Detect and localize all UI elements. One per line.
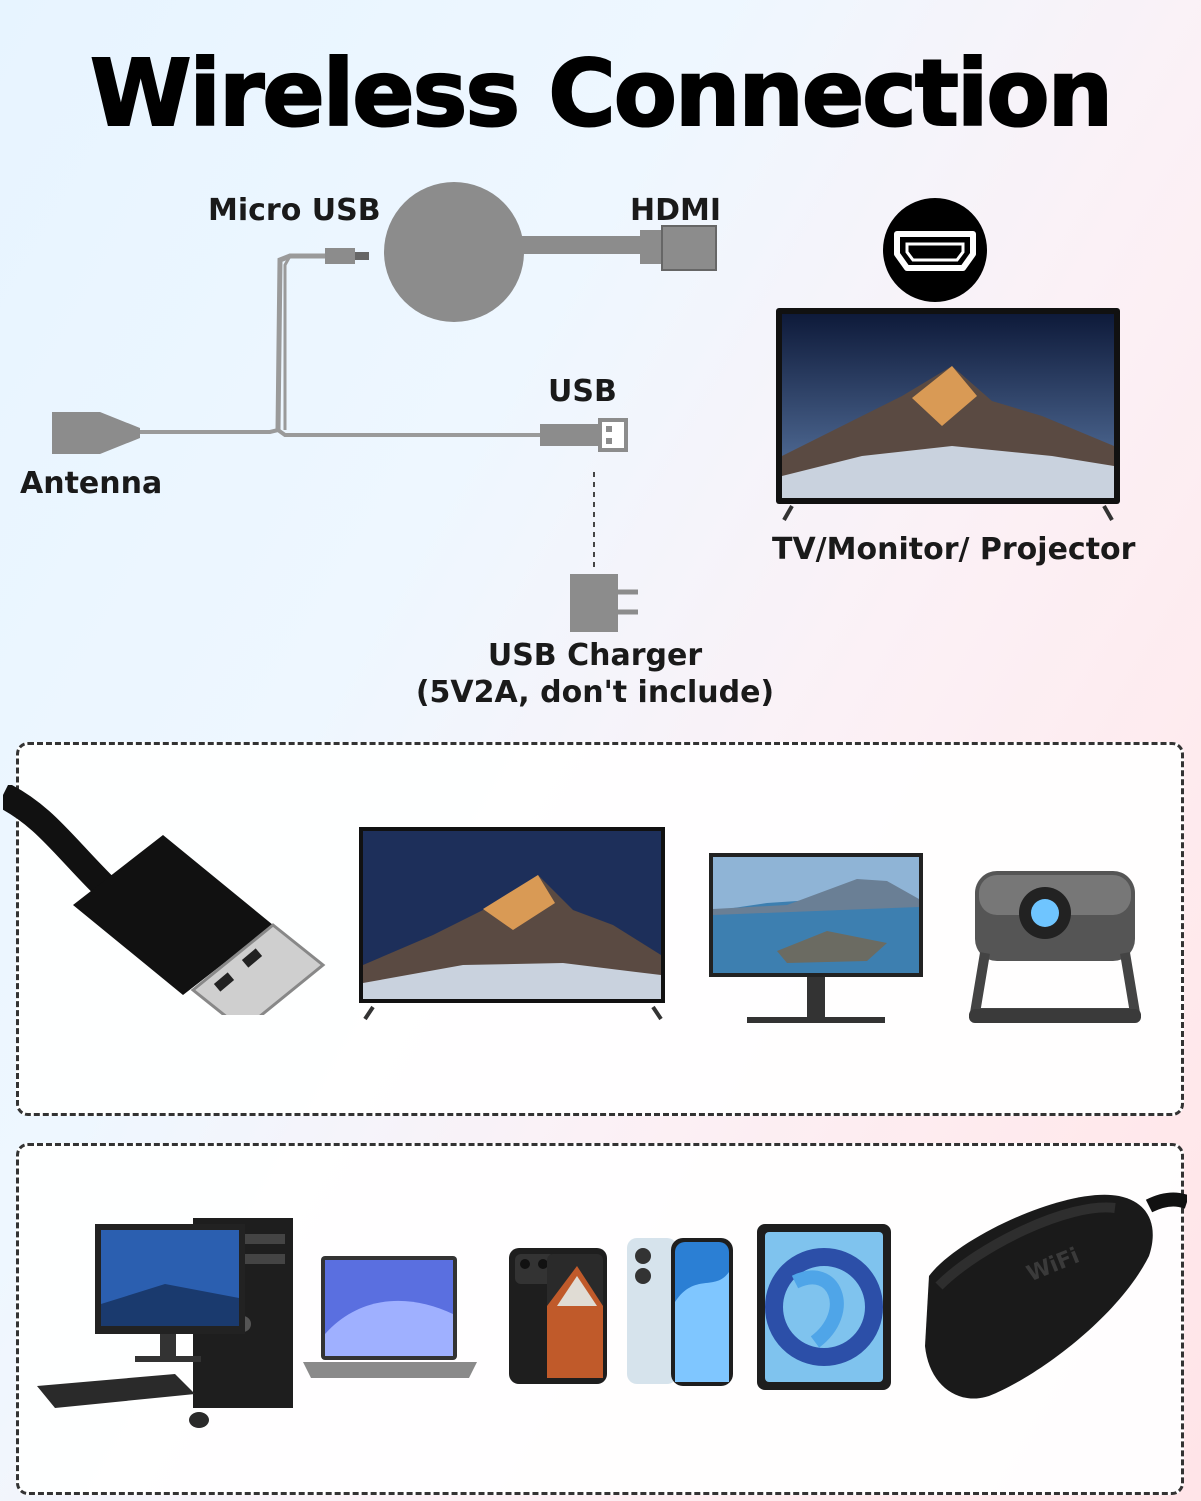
monitor-icon <box>709 853 923 1023</box>
antenna-connector <box>52 412 140 454</box>
iphone-icon <box>627 1238 733 1386</box>
source-devices-panel: WiFi <box>16 1143 1187 1495</box>
charger-label-1: USB Charger <box>487 638 703 673</box>
hdmi-plug-neck <box>640 230 664 264</box>
tv-icon <box>359 827 665 1021</box>
tablet-icon <box>757 1224 891 1390</box>
tv-label: TV/Monitor/ Projector <box>772 532 1136 567</box>
dongle-body <box>384 182 524 322</box>
page-title: Wireless Connection <box>89 39 1114 148</box>
hdmi-label: HDMI <box>630 193 722 228</box>
charger-label-2: (5V2A, don't include) <box>415 675 775 710</box>
projector-icon <box>969 871 1141 1023</box>
desktop-pc-icon <box>37 1218 293 1428</box>
laptop-icon <box>303 1256 477 1378</box>
hdmi-plug <box>661 225 717 271</box>
usb-charger <box>570 574 618 632</box>
display-devices-panel <box>3 742 1184 1116</box>
android-phone-icon <box>509 1248 607 1384</box>
antenna-label: Antenna <box>20 466 163 501</box>
tv-icon <box>776 308 1120 521</box>
micro-usb-label: Micro USB <box>208 193 381 228</box>
usb-label: USB <box>548 374 617 409</box>
wifi-receiver-icon: WiFi <box>925 1192 1187 1399</box>
usb-cable-icon <box>3 785 326 1015</box>
connection-diagram <box>52 182 717 632</box>
hdmi-icon <box>883 198 987 302</box>
